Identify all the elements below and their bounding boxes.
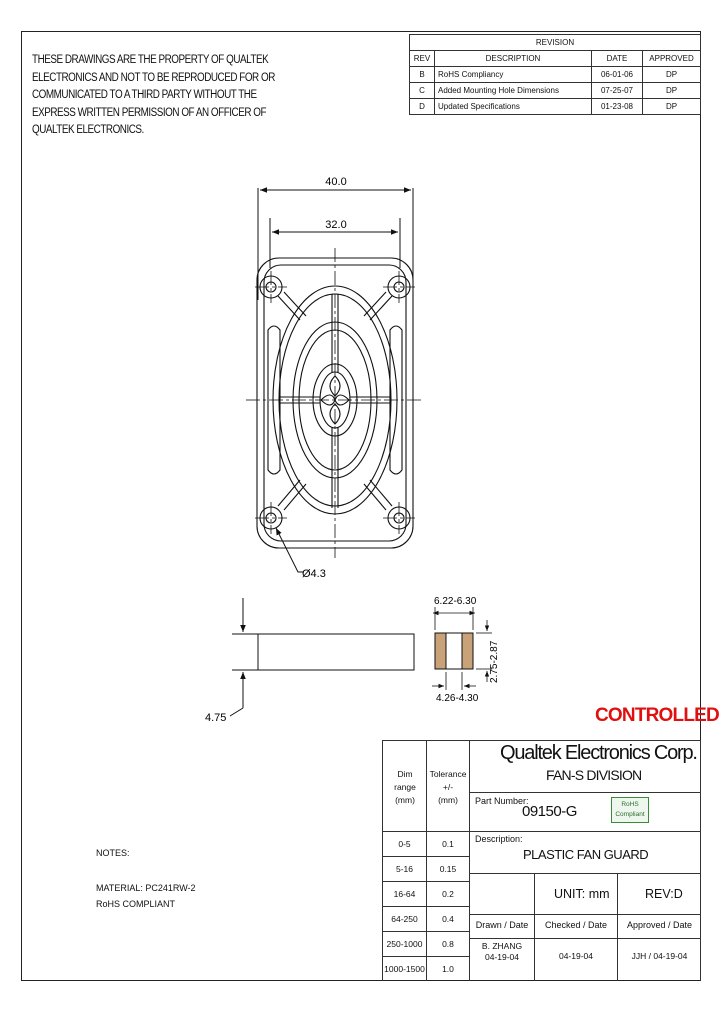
notice-line: THESE DRAWINGS ARE THE PROPERTY OF QUALT… [32,54,269,66]
drawn-value-line: B. ZHANG [481,941,523,951]
tolerance-cell: 1.0 [442,964,454,974]
company-name: Qualtek Electronics Corp. [500,742,698,764]
notice-line: ELECTRONICS AND NOT TO BE REPRODUCED FOR… [32,71,275,84]
tolerance-header-line: +/- [442,782,454,792]
rohs-badge-line: RoHS [621,801,639,808]
rohs-badge-line: Compliant [615,811,645,818]
part-number-label: Part Number: [475,796,529,806]
drawn-value-line: 04-19-04 [484,952,520,962]
unit-label: UNIT: mm [554,887,610,901]
center-lines [246,248,424,558]
title-block [469,740,701,981]
title-block-line [469,914,701,915]
notes-rohs: RoHS COMPLIANT [96,899,176,909]
side-view [229,598,415,717]
rohs-badge: RoHS Compliant [611,797,649,823]
notes-material: MATERIAL: PC241RW-2 [96,883,196,893]
range-cell: 64-250 [391,914,418,924]
checked-value: 04-19-04 [558,951,594,961]
rev-label: REV:D [645,887,683,901]
notice-line: EXPRESS WRITTEN PERMISSION OF AN OFFICER… [32,106,267,119]
section-top-label: 6.22-6.30 [434,596,477,607]
approved-label: Approved / Date [626,920,693,930]
description-cell: Updated Specifications [434,98,592,115]
range-header-line: (mm) [395,795,415,805]
tolerance-header-line: Tolerance [429,769,467,779]
tolerance-row-line [382,956,470,957]
section-side-label: 2.75-2.87 [489,640,500,683]
description-value: PLASTIC FAN GUARD [523,847,649,862]
notes-heading: NOTES: [96,848,130,858]
range-cell: 5-16 [395,864,413,874]
hole-leader [275,527,304,573]
range-header-line: Dim [397,769,413,779]
title-block-line [469,831,701,832]
table-row: D Updated Specifications 01-23-08 DP [409,98,701,115]
hole-diameter-label: Ø4.3 [302,568,326,580]
description-label: Description: [475,834,523,844]
title-block-line [469,873,701,874]
approved-value: JJH / 04-19-04 [631,951,688,961]
notice-line: QUALTEK ELECTRONICS. [32,124,144,136]
approved-cell: DP [642,98,701,115]
rib-cross-section [432,607,492,690]
tolerance-row-line [382,856,470,857]
tolerance-row-line [382,906,470,907]
notice-line: COMMUNICATED TO A THIRD PARTY WITHOUT TH… [32,89,257,101]
thickness-label: 4.75 [205,712,226,724]
title-block-divider [534,873,535,981]
tolerance-row-line [382,831,470,832]
tolerance-cell: 0.15 [439,864,457,874]
tolerance-cell: 0.2 [442,889,454,899]
revision-table: REVISION REV DESCRIPTION DATE APPROVED B… [409,34,701,115]
range-cell: 0-5 [398,839,411,849]
drawn-label: Drawn / Date [475,920,529,930]
title-block-divider [617,873,618,981]
tolerance-row-line [382,881,470,882]
part-number: 09150-G [522,803,577,820]
outer-width-label: 40.0 [325,176,346,188]
range-cell: 1000-1500 [384,964,425,974]
section-bottom-label: 4.26-4.30 [436,693,479,704]
title-block-line [469,792,701,793]
inner-width-label: 32.0 [325,219,346,231]
checked-label: Checked / Date [544,920,608,930]
range-header-line: range [394,782,416,792]
drawing-border [21,31,701,981]
division-name: FAN-S DIVISION [546,767,642,783]
title-block-line [469,938,701,939]
range-header: Dim range (mm) [384,768,426,807]
ownership-notice: THESE DRAWINGS ARE THE PROPERTY OF QUALT… [32,52,275,140]
tolerance-header: Tolerance +/- (mm) [427,768,469,807]
tolerance-cell: 0.8 [442,939,454,949]
controlled-stamp: CONTROLLED [595,705,720,726]
tolerance-cell: 0.1 [442,839,454,849]
table-divider [426,740,427,981]
tolerance-header-line: (mm) [438,795,458,805]
tolerance-cell: 0.4 [442,914,454,924]
range-cell: 16-64 [393,889,416,899]
drawn-value: B. ZHANG 04-19-04 [470,941,534,963]
tolerance-row-line [382,931,470,932]
range-cell: 250-1000 [386,939,423,949]
